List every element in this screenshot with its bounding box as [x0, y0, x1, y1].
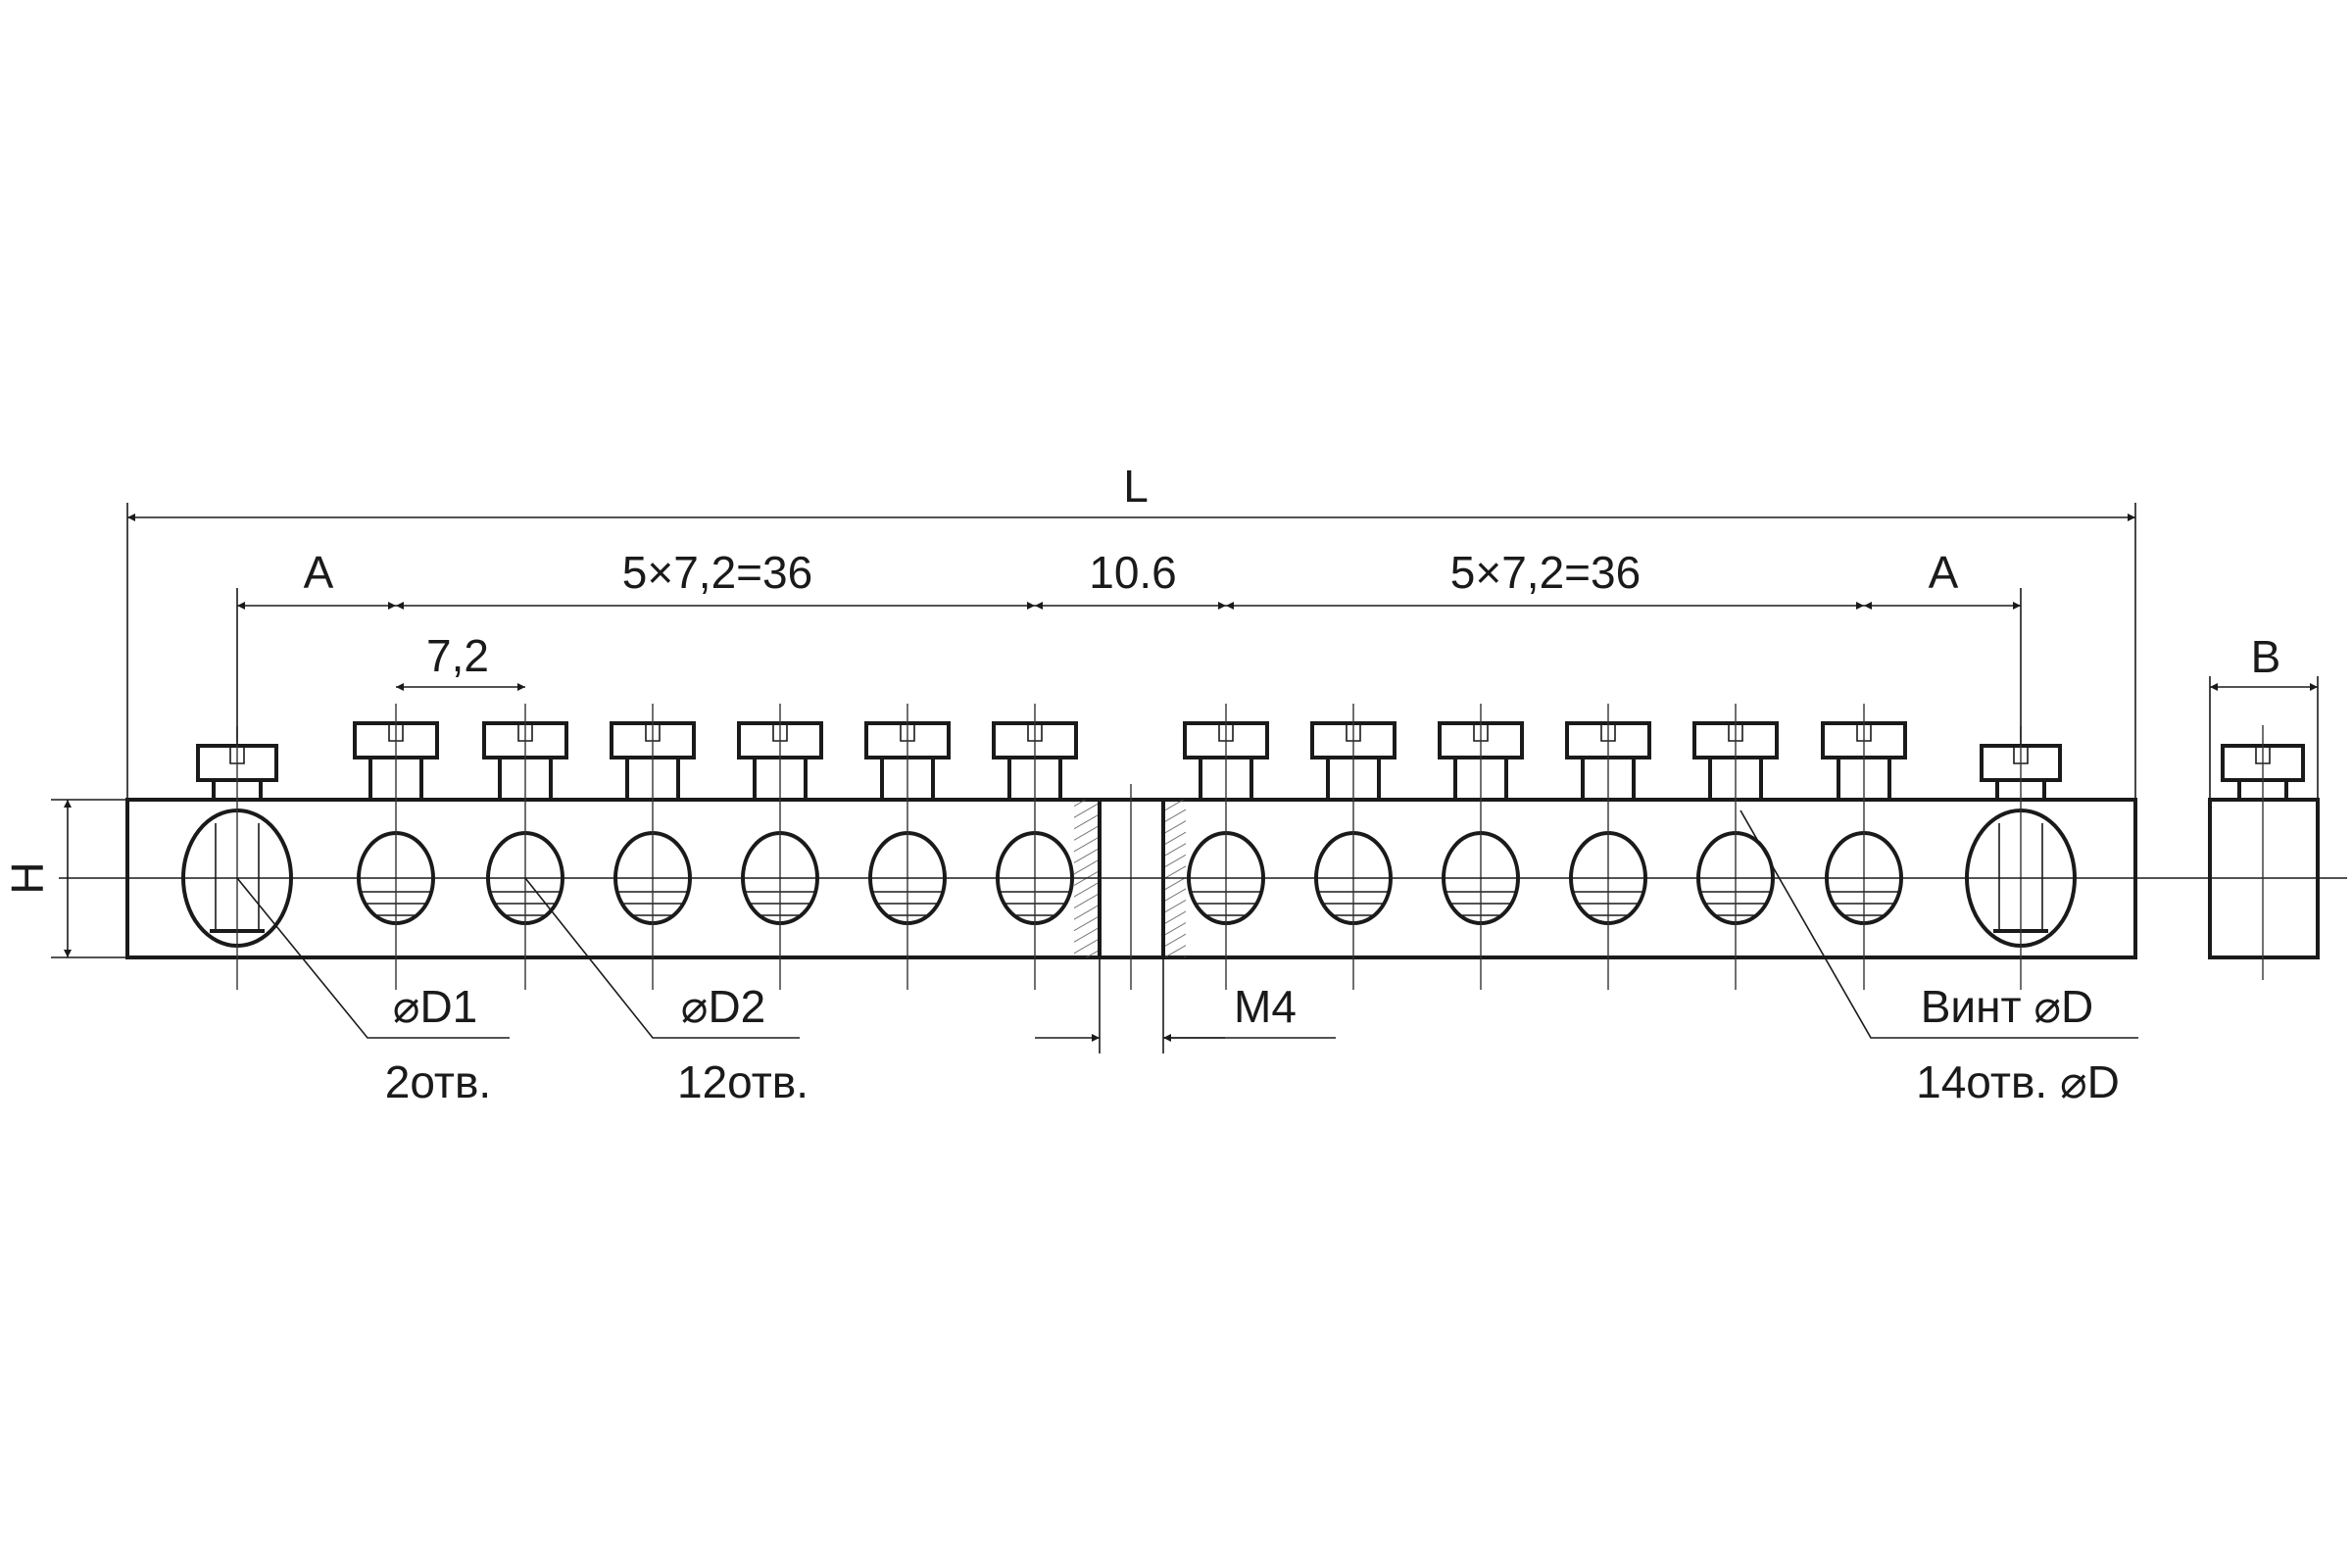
callout-screw-label: Винт ⌀D: [1921, 981, 2094, 1032]
dim-a-right: A: [1929, 547, 1959, 598]
small-hole: [613, 704, 692, 990]
dim-length-label: L: [1123, 461, 1149, 512]
dim-length: L: [126, 461, 2136, 800]
dim-height-label: H: [2, 861, 53, 894]
callout-screw-count: 14отв. ⌀D: [1916, 1056, 2120, 1107]
small-hole: [1825, 704, 1903, 990]
callout-d1-label: ⌀D1: [393, 981, 478, 1032]
small-hole: [486, 704, 564, 990]
dim-thread-label: M4: [1234, 981, 1297, 1032]
dim-width-label: B: [2251, 631, 2281, 682]
small-hole: [741, 704, 819, 990]
dim-a-left: A: [304, 547, 334, 598]
small-hole: [868, 704, 947, 990]
callout-d1-count: 2отв.: [385, 1056, 491, 1107]
callout-screw: Винт ⌀D 14отв. ⌀D: [1740, 809, 2138, 1107]
screw-row: [196, 721, 2062, 800]
side-view: B: [2208, 631, 2320, 980]
small-hole: [1314, 704, 1393, 990]
dim-height: H: [2, 799, 127, 958]
dim-pitch-group-right: 5×7,2=36: [1450, 547, 1641, 598]
small-hole: [996, 704, 1074, 990]
small-hole: [1442, 704, 1520, 990]
dim-pitch-row: A 5×7,2=36 10.6 5×7,2=36 A 7,2: [236, 547, 2022, 745]
small-hole: [357, 704, 435, 990]
callout-d2-count: 12отв.: [677, 1056, 808, 1107]
dim-pitch: 7,2: [426, 630, 489, 681]
dim-center-gap: 10.6: [1089, 547, 1177, 598]
small-hole: [1569, 704, 1647, 990]
hole-row: [181, 704, 2077, 990]
dim-pitch-group-left: 5×7,2=36: [622, 547, 812, 598]
callout-d1: ⌀D1 2отв.: [236, 877, 510, 1107]
small-hole: [1187, 704, 1265, 990]
callout-d2: ⌀D2 12отв.: [524, 877, 808, 1107]
dim-thread: M4: [1035, 957, 1336, 1054]
callout-d2-label: ⌀D2: [681, 981, 766, 1032]
